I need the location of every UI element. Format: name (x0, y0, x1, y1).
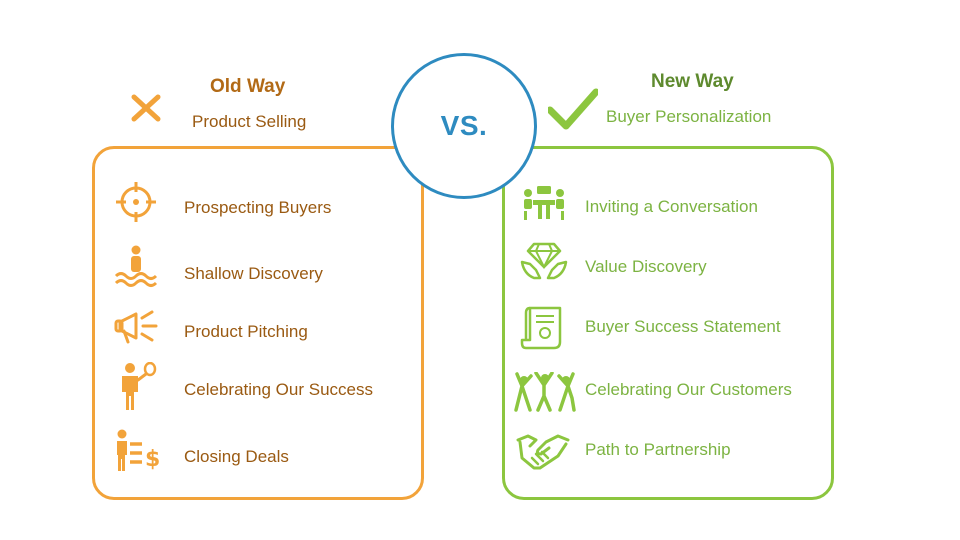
svg-text:$: $ (145, 447, 160, 472)
handshake-icon (516, 434, 570, 470)
new-item-path-to-partnership: Path to Partnership (585, 440, 731, 459)
hands-with-diamond-icon (520, 242, 568, 280)
new-way-heading: New Way (651, 71, 734, 92)
old-item-closing-deals: Closing Deals (184, 447, 289, 466)
new-item-celebrating-our-customers: Celebrating Our Customers (585, 380, 792, 399)
versus-badge: VS. (391, 53, 537, 199)
versus-label: VS. (440, 110, 488, 141)
new-way-panel (502, 146, 834, 500)
cheering-people-icon (514, 372, 576, 412)
checkmark-icon (548, 88, 598, 130)
new-item-value-discovery: Value Discovery (585, 257, 707, 276)
x-mark-icon (131, 94, 161, 122)
person-with-balloon-icon (122, 362, 157, 410)
megaphone-icon (114, 310, 158, 344)
old-way-panel (92, 146, 424, 500)
crosshair-icon (116, 182, 156, 222)
old-way-subheading: Product Selling (192, 112, 307, 131)
person-with-dollar-list-icon: $ (117, 429, 160, 472)
sinking-person-icon (114, 245, 158, 287)
old-item-prospecting-buyers: Prospecting Buyers (184, 198, 332, 217)
new-way-subheading: Buyer Personalization (606, 107, 772, 126)
old-item-celebrating-our-success: Celebrating Our Success (184, 380, 373, 399)
new-item-inviting-a-conversation: Inviting a Conversation (585, 197, 758, 216)
old-item-product-pitching: Product Pitching (184, 322, 308, 341)
old-way-heading: Old Way (210, 76, 286, 97)
old-item-shallow-discovery: Shallow Discovery (184, 264, 323, 283)
new-item-buyer-success-statement: Buyer Success Statement (585, 317, 781, 336)
meeting-table-icon (524, 186, 564, 220)
certificate-scroll-icon (520, 306, 562, 350)
